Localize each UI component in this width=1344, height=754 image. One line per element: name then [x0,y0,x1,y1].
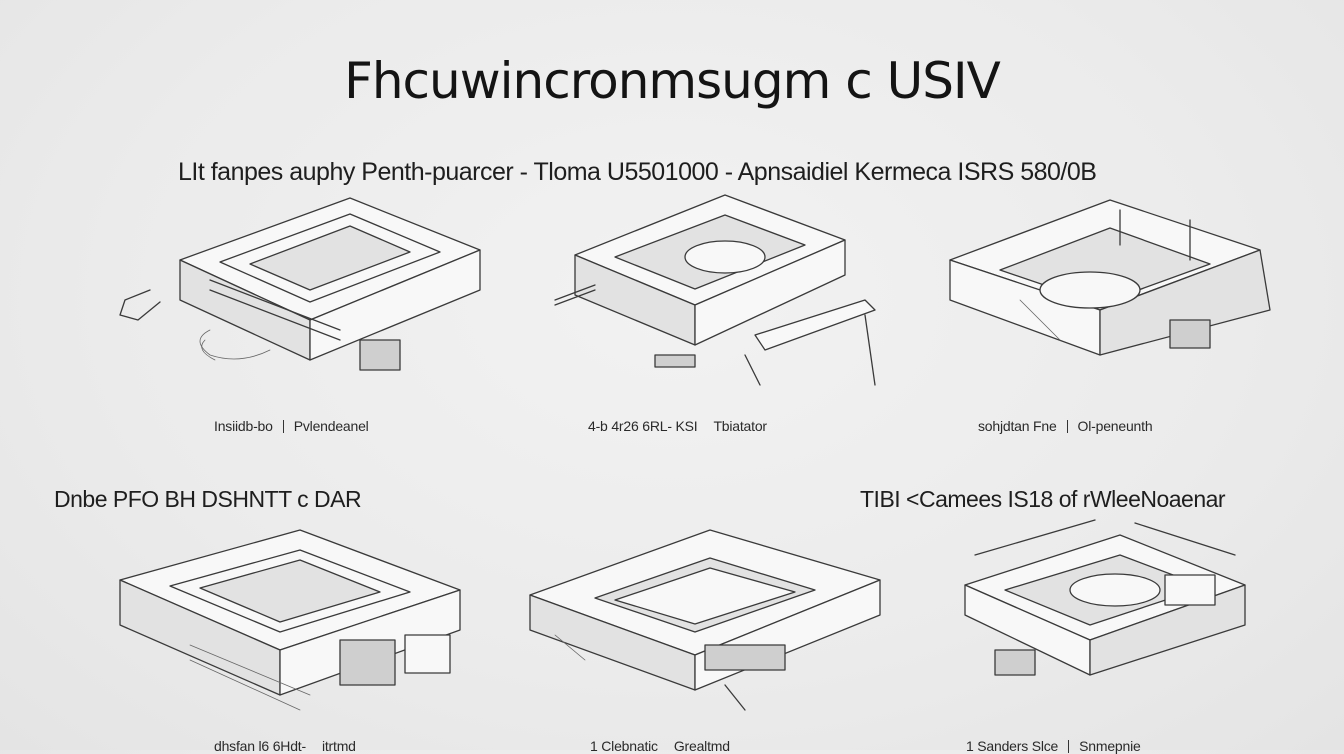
caption-5-a: 1 Clebnatic [590,738,658,754]
caption-5: 1 Clebnatic Grealtmd [590,738,730,754]
caption-4-a: dhsfan l6 6Hdt- [214,738,306,754]
scanner-drawing-5 [529,529,881,711]
caption-4: dhsfan l6 6Hdt-itrtmd [214,738,356,754]
section-heading-left: Dnbe PFO BH DSHNTT c DAR [54,486,362,512]
caption-6-b: Snmepnie [1079,738,1141,754]
caption-3-a: sohjdtan Fne [978,418,1057,434]
scanner-drawing-6 [964,519,1246,676]
subtitle: LIt fanpes auphy Penth-puarcer - Tloma U… [178,158,1097,186]
scanner-drawing-3 [949,199,1271,356]
caption-1-b: Pvlendeanel [293,418,369,434]
caption-3-b: Ol-peneunth [1077,418,1153,434]
caption-3: sohjdtan Fne Ol-peneunth [978,418,1153,434]
scanner-drawing-4 [119,529,461,711]
scanner-drawing-2 [554,194,876,386]
section-heading-right: TIBI <Camees IS18 of rWleeNoaenar [860,486,1226,512]
caption-2-a: 4-b 4r26 6RL- KSI [588,418,698,434]
caption-5-b: Grealtmd [673,738,730,754]
scanner-drawing-1 [119,197,481,371]
caption-6-a: 1 Sanders Slce [966,738,1059,754]
caption-6: 1 Sanders Slce Snmepnie [966,738,1141,754]
caption-1: Insiidb-bo Pvlendeanel [214,418,369,434]
caption-2: 4-b 4r26 6RL- KSI Tbiatator [588,418,767,434]
page-title: Fhcuwincronmsugm c USIV [344,52,1001,110]
caption-1-a: Insiidb-bo [214,418,273,434]
caption-2-b: Tbiatator [713,418,767,434]
caption-4-b: itrtmd [321,738,356,754]
